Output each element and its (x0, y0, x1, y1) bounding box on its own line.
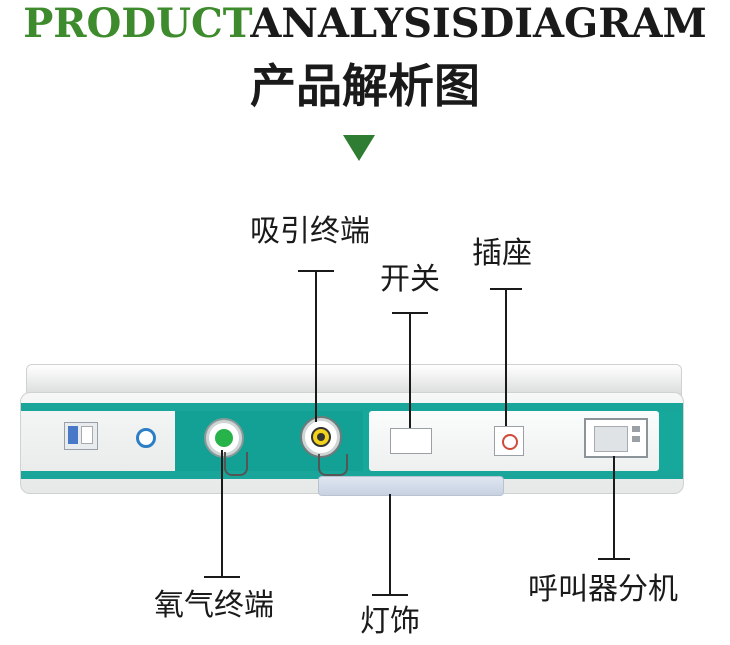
page-title-cn: 产品解析图 (250, 59, 480, 113)
down-triangle-icon (343, 135, 375, 161)
circuit-breaker (64, 422, 98, 450)
label-light-decoration: 灯饰 (360, 604, 420, 639)
light-strip (318, 476, 504, 496)
oxygen-hose (224, 452, 248, 476)
title-en-black: ANALYSISDIAGRAM (250, 0, 707, 47)
label-suction-terminal: 吸引终端 (250, 214, 370, 249)
leader-cap-caller (598, 558, 630, 560)
suction-outlet (302, 418, 340, 456)
leader-cap-light (372, 594, 408, 596)
leader-line-socket (505, 288, 507, 426)
panel-stripe-top (21, 403, 683, 411)
nurse-call-device (584, 418, 648, 458)
leader-cap-oxygen (204, 576, 240, 578)
label-socket: 插座 (472, 236, 532, 271)
oxygen-outlet (206, 420, 242, 456)
panel-stripe-bottom (21, 471, 683, 479)
label-switch: 开关 (380, 262, 440, 297)
leader-line-light (389, 494, 391, 594)
power-socket (494, 426, 524, 456)
title-en-green: PRODUCT (23, 0, 251, 47)
panel-top-rail (26, 364, 682, 396)
page-title-en: PRODUCTANALYSISDIAGRAM (0, 2, 730, 46)
leader-line-suction (315, 270, 317, 422)
label-oxygen-terminal: 氧气终端 (154, 588, 274, 623)
leader-line-switch (409, 312, 411, 428)
leader-line-oxygen (221, 450, 223, 576)
label-nurse-call-unit: 呼叫器分机 (528, 572, 678, 607)
leader-line-caller (613, 456, 615, 558)
suction-hose (318, 454, 348, 476)
valve-knob (136, 428, 156, 448)
wall-switch (390, 428, 432, 454)
